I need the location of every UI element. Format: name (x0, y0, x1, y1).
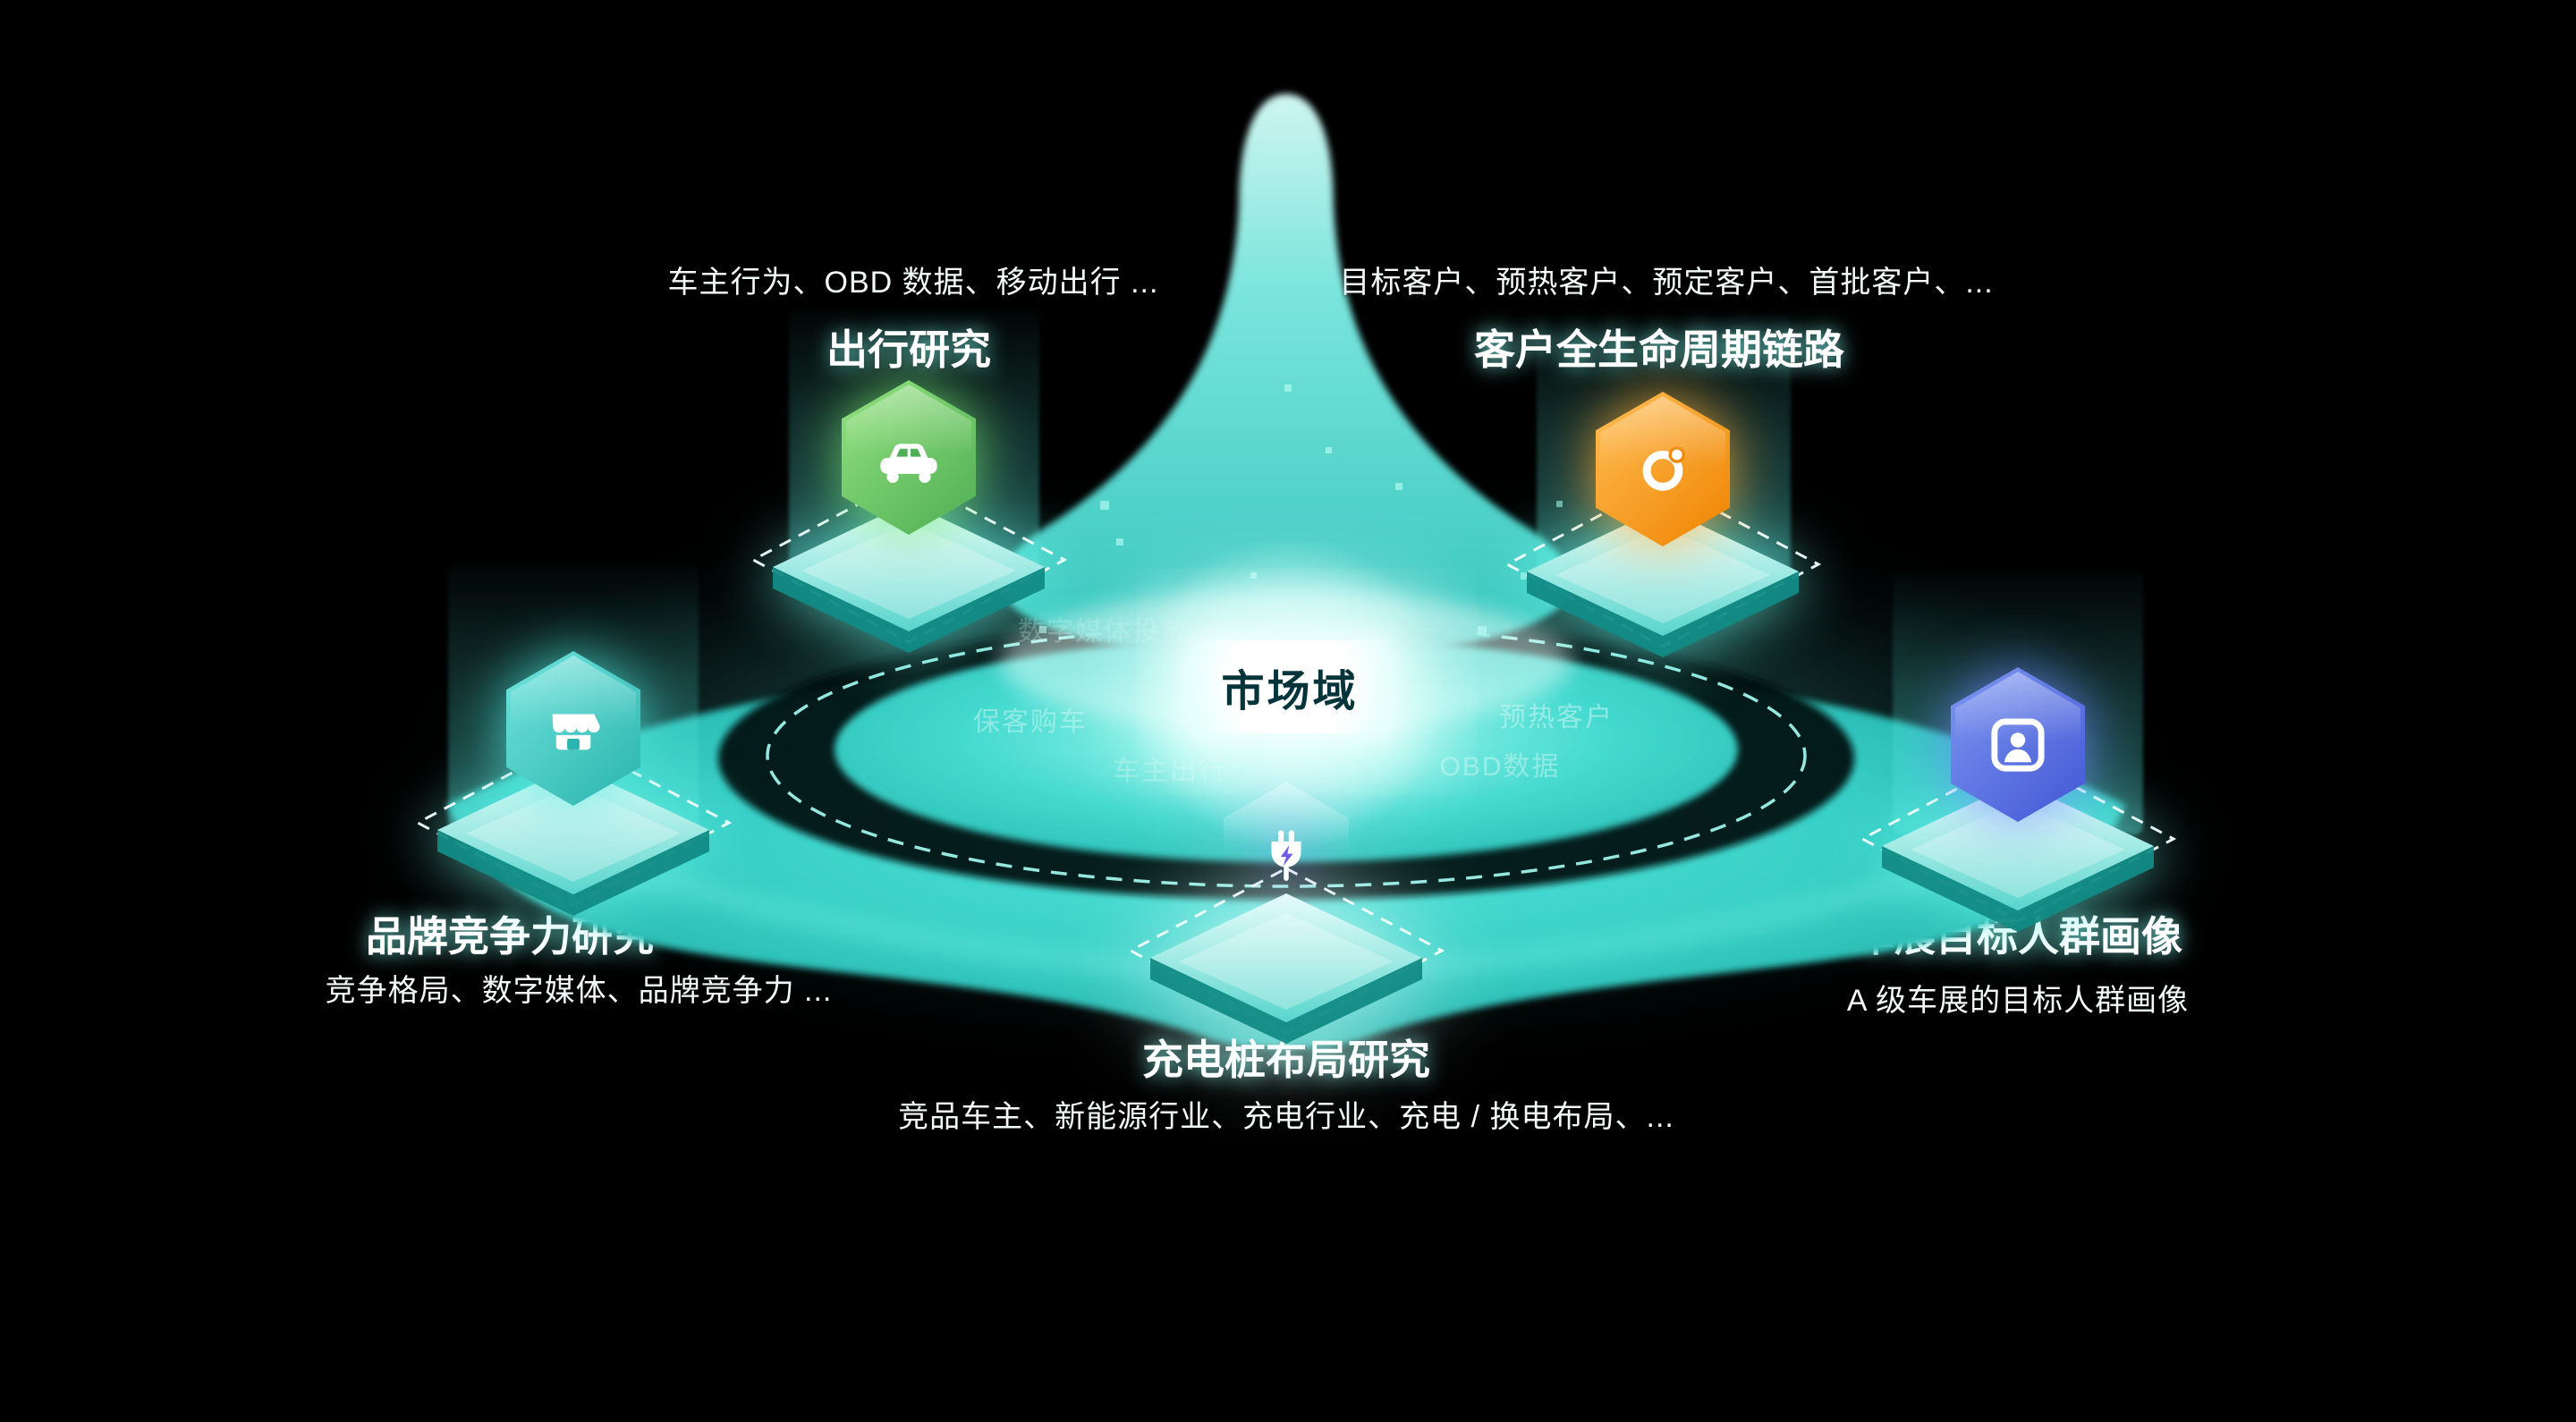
charging-node-title: 充电桩布局研究 (1142, 1037, 1430, 1083)
floating-label: 保客购车 (973, 707, 1088, 737)
charging-hexagon (1219, 777, 1353, 932)
market-domain-label: 市场域 (1191, 640, 1388, 733)
travel-keywords: 车主行为、OBD 数据、移动出行 ... (667, 266, 1159, 300)
lifecycle-platform (1504, 480, 1822, 657)
floating-label: 车主出行 (1113, 757, 1227, 786)
floating-label: OBD数据 (1439, 752, 1561, 782)
storefront-icon (506, 651, 640, 806)
orbit-ring-icon (1596, 392, 1730, 546)
charging-platform (1127, 867, 1445, 1044)
charging-plug-icon (1219, 777, 1353, 932)
vortex-funnel (1000, 94, 1572, 662)
travel-hexagon (842, 380, 976, 535)
lifecycle-node-title: 客户全生命周期链路 (1474, 326, 1844, 373)
persona-keywords: A 级车展的目标人群画像 (1846, 984, 2190, 1018)
lifecycle-keywords: 目标客户、预热客户、预定客户、首批客户、... (1339, 266, 1994, 300)
lifecycle-hexagon (1596, 392, 1730, 546)
floating-label: 预热客户 (1499, 703, 1614, 732)
travel-node-title: 出行研究 (826, 326, 991, 373)
brand-keywords: 竞争格局、数字媒体、品牌竞争力 ... (325, 974, 833, 1008)
car-icon (842, 380, 976, 535)
brand-hexagon (506, 651, 640, 806)
persona-platform (1859, 755, 2177, 932)
floating-label: 数字媒体投放 (1018, 617, 1190, 647)
particle-dots (1039, 385, 1563, 635)
user-card-icon (1951, 667, 2085, 822)
charging-keywords: 竞品车主、新能源行业、充电行业、充电 / 换电布局、... (898, 1100, 1674, 1134)
brand-platform (414, 739, 733, 916)
travel-platform (750, 476, 1068, 653)
persona-hexagon (1951, 667, 2085, 822)
